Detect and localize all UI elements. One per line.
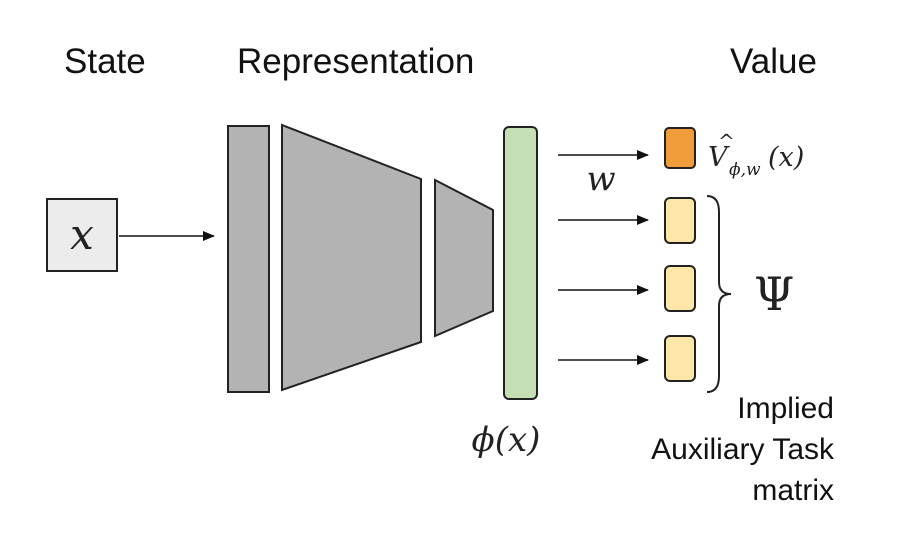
aux-task-box-3 bbox=[664, 335, 696, 382]
value-symbol: V bbox=[708, 142, 730, 173]
network-layer-2 bbox=[281, 123, 422, 392]
aux-task-box-2 bbox=[664, 265, 696, 312]
value-output-box bbox=[664, 127, 696, 169]
value-hat: ^ bbox=[718, 129, 735, 153]
input-state-box bbox=[46, 198, 118, 272]
value-function-label: ^ V ϕ,w (x) bbox=[708, 129, 804, 180]
state-heading: State bbox=[64, 42, 146, 81]
representation-heading: Representation bbox=[237, 42, 474, 81]
value-argument: (x) bbox=[768, 142, 804, 173]
input-state-symbol: x bbox=[70, 210, 94, 259]
aux-caption-line-2: Auxiliary Task bbox=[651, 433, 835, 466]
value-heading: Value bbox=[730, 42, 817, 81]
feature-vector bbox=[503, 126, 538, 400]
value-subscript: ϕ,w bbox=[729, 160, 761, 180]
aux-brace bbox=[706, 195, 732, 393]
weight-label: w bbox=[586, 159, 615, 199]
aux-matrix-symbol: Ψ bbox=[754, 267, 794, 321]
aux-task-box-1 bbox=[664, 197, 696, 244]
aux-caption-line-3: matrix bbox=[752, 474, 834, 507]
network-layer-1 bbox=[227, 125, 270, 393]
feature-vector-label: ϕ(x) bbox=[472, 420, 541, 460]
aux-caption-line-1: Implied bbox=[737, 392, 834, 425]
network-layer-3 bbox=[434, 178, 494, 338]
